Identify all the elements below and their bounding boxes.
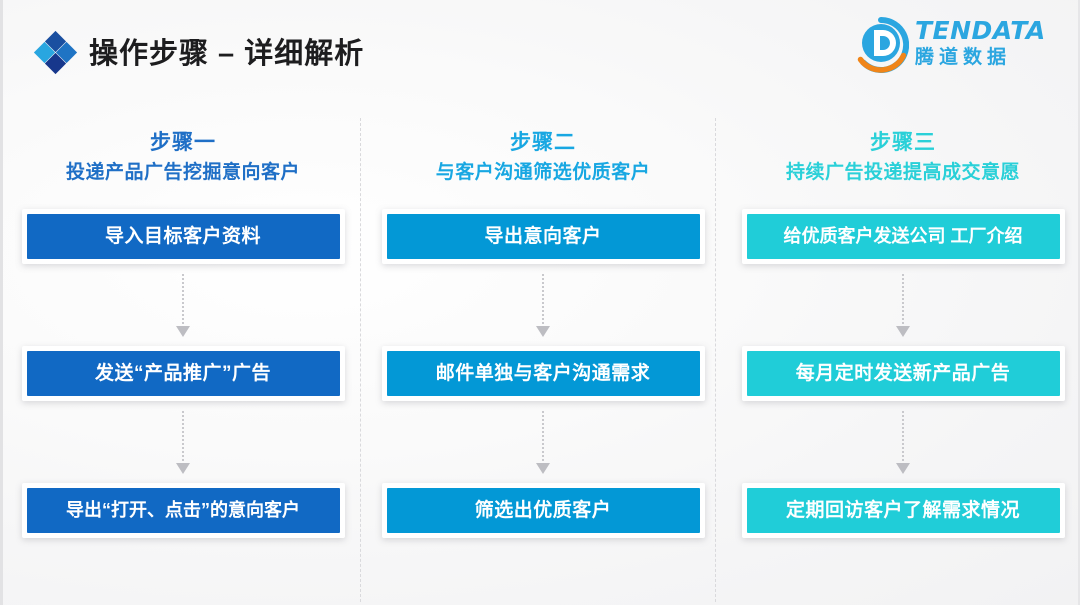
step-box-label-3-3: 定期回访客户了解需求情况 bbox=[746, 488, 1060, 533]
step-box-2-1[interactable]: 导出意向客户 bbox=[381, 209, 705, 264]
steps-container: 步骤一 投递产品广告挖掘意向客户 导入目标客户资料 发送“产品推广”广告 导出“… bbox=[3, 130, 1078, 590]
step-box-2-2[interactable]: 邮件单独与客户沟通需求 bbox=[381, 346, 705, 401]
step-box-label-1-2: 发送“产品推广”广告 bbox=[26, 351, 340, 396]
step-box-3-3[interactable]: 定期回访客户了解需求情况 bbox=[741, 483, 1065, 538]
step-column-2: 步骤二 与客户沟通筛选优质客户 导出意向客户 邮件单独与客户沟通需求 筛选出优质… bbox=[363, 130, 723, 590]
connector-arrow-2-1 bbox=[533, 264, 553, 346]
step-subtitle-1: 投递产品广告挖掘意向客户 bbox=[65, 162, 300, 183]
tendata-logo: TENDATA 腾道数据 bbox=[853, 14, 1059, 76]
column-divider-1 bbox=[360, 118, 361, 602]
column-divider-2 bbox=[715, 118, 716, 602]
step-boxes-2: 导出意向客户 邮件单独与客户沟通需求 筛选出优质客户 bbox=[381, 209, 705, 538]
connector-arrow-1-2 bbox=[173, 401, 193, 483]
tendata-d-circle-logo bbox=[857, 17, 909, 73]
step-column-1: 步骤一 投递产品广告挖掘意向客户 导入目标客户资料 发送“产品推广”广告 导出“… bbox=[3, 130, 363, 590]
step-box-3-1[interactable]: 给优质客户发送公司 工厂介绍 bbox=[741, 209, 1065, 264]
step-box-1-2[interactable]: 发送“产品推广”广告 bbox=[21, 346, 345, 401]
step-subtitle-3: 持续广告投递提高成交意愿 bbox=[785, 162, 1020, 183]
connector-arrow-2-2 bbox=[533, 401, 553, 483]
step-box-label-2-3: 筛选出优质客户 bbox=[386, 488, 700, 533]
step-label-3: 步骤三 bbox=[870, 131, 936, 154]
step-box-label-3-1: 给优质客户发送公司 工厂介绍 bbox=[746, 214, 1060, 259]
step-box-label-3-2: 每月定时发送新产品广告 bbox=[746, 351, 1060, 396]
logo-name-cn: 腾道数据 bbox=[915, 47, 1012, 68]
step-boxes-1: 导入目标客户资料 发送“产品推广”广告 导出“打开、点击”的意向客户 bbox=[21, 209, 345, 538]
diamond-cluster-icon bbox=[33, 30, 78, 75]
step-box-1-1[interactable]: 导入目标客户资料 bbox=[21, 209, 345, 264]
logo-name-en: TENDATA bbox=[915, 16, 1046, 45]
connector-arrow-1-1 bbox=[173, 264, 193, 346]
step-column-3: 步骤三 持续广告投递提高成交意愿 给优质客户发送公司 工厂介绍 每月定时发送新产… bbox=[723, 130, 1078, 590]
step-label-1: 步骤一 bbox=[150, 131, 216, 154]
connector-arrow-3-2 bbox=[893, 401, 913, 483]
slide-header: 操作步骤 – 详细解析 TENDATA 腾道数据 bbox=[3, 0, 1078, 100]
step-box-label-1-3: 导出“打开、点击”的意向客户 bbox=[26, 488, 340, 533]
step-label-2: 步骤二 bbox=[510, 131, 576, 154]
page-title: 操作步骤 – 详细解析 bbox=[89, 38, 365, 70]
step-box-3-2[interactable]: 每月定时发送新产品广告 bbox=[741, 346, 1065, 401]
step-box-2-3[interactable]: 筛选出优质客户 bbox=[381, 483, 705, 538]
tendata-logo-text: TENDATA 腾道数据 bbox=[915, 17, 1061, 71]
step-box-label-1-1: 导入目标客户资料 bbox=[26, 214, 340, 259]
step-box-1-3[interactable]: 导出“打开、点击”的意向客户 bbox=[21, 483, 345, 538]
step-box-label-2-2: 邮件单独与客户沟通需求 bbox=[386, 351, 700, 396]
step-box-label-2-1: 导出意向客户 bbox=[386, 214, 700, 259]
connector-arrow-3-1 bbox=[893, 264, 913, 346]
step-boxes-3: 给优质客户发送公司 工厂介绍 每月定时发送新产品广告 定期回访客户了解需求情况 bbox=[741, 209, 1065, 538]
step-subtitle-2: 与客户沟通筛选优质客户 bbox=[435, 162, 651, 183]
